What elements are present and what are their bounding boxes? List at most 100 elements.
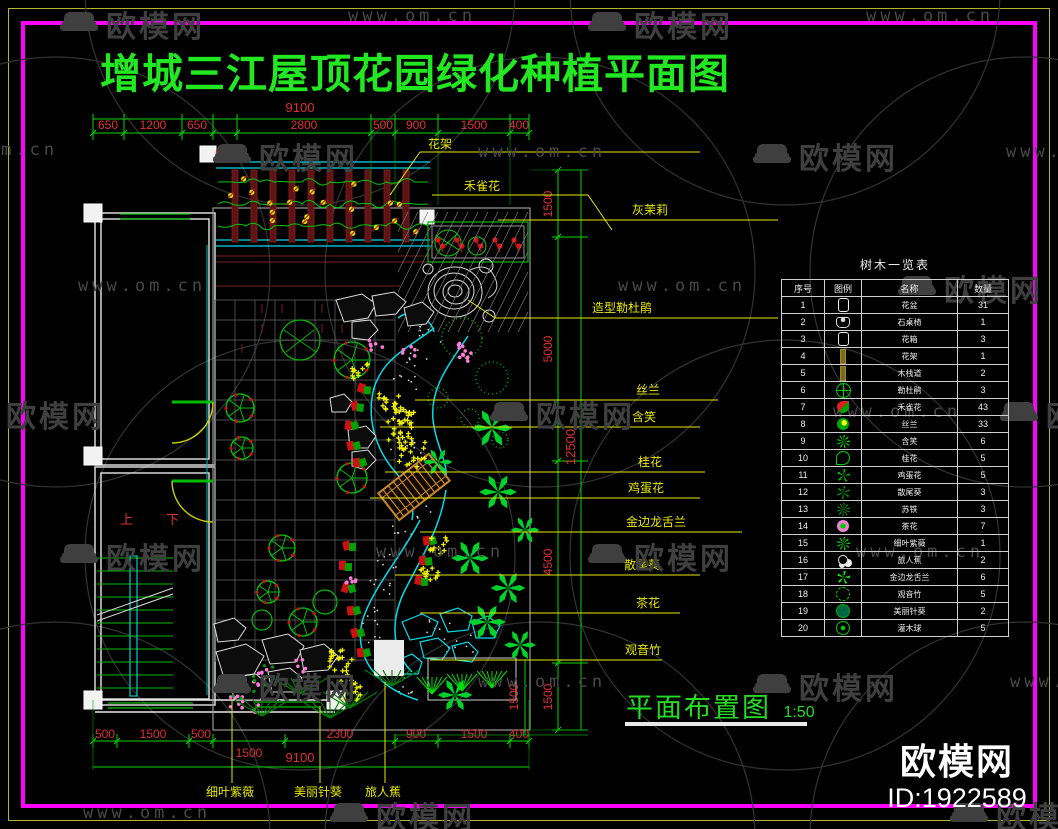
plant-name: 美丽针葵 [861, 602, 958, 620]
deck-hatch [398, 212, 528, 332]
plant-label: 含笑 [632, 409, 656, 424]
column-header: 名称 [861, 279, 958, 297]
plant-label: 细叶紫薇 [206, 785, 254, 799]
plant-name: 花盆 [861, 296, 958, 314]
plant-label: 茶花 [636, 595, 660, 610]
site-id: ID:1922589 [887, 783, 1027, 813]
plant-label: 散尾葵 [624, 557, 660, 572]
row-number: 19 [781, 602, 825, 620]
white-planter [374, 640, 404, 676]
plant-qty: 2 [957, 551, 1009, 569]
plant-name: 含笑 [861, 432, 958, 450]
plant-name: 灌木球 [861, 619, 958, 637]
plant-name: 桂花 [861, 449, 958, 467]
plant-qty: 6 [957, 432, 1009, 450]
row-symbol [824, 551, 862, 569]
plan-subtitle: 平面布置图 1:50 [626, 686, 815, 725]
ringdot-symbol-icon [836, 621, 850, 635]
trunk-symbol-icon [840, 365, 846, 381]
svg-text:500: 500 [373, 118, 393, 132]
row-symbol [824, 364, 862, 382]
row-number: 2 [781, 313, 825, 331]
column-header: 序号 [781, 279, 825, 297]
plant-qty: 7 [957, 517, 1009, 535]
svg-text:1500: 1500 [461, 727, 488, 741]
plant-qty: 6 [957, 568, 1009, 586]
plant-name: 勒杜鹃 [861, 381, 958, 399]
svg-text:500: 500 [191, 727, 211, 741]
plant-name: 观音竹 [861, 585, 958, 603]
row-symbol [824, 466, 862, 484]
plant-label: 桂花 [638, 454, 662, 469]
svg-text:5000: 5000 [541, 335, 555, 362]
subtitle-scale: 1:50 [783, 704, 815, 721]
row-number: 1 [781, 296, 825, 314]
plant-qty: 1 [957, 534, 1009, 552]
svg-text:1200: 1200 [140, 118, 167, 132]
row-symbol [824, 347, 862, 365]
svg-text:2300: 2300 [327, 727, 354, 741]
plant-label-layer: 花架禾雀花灰茉莉造型勒杜鹃丝兰含笑桂花鸡蛋花金边龙舌兰散尾葵茶花观音竹细叶紫薇美… [206, 136, 778, 799]
palm-symbol-icon [836, 485, 850, 499]
plant-name: 禾雀花 [861, 398, 958, 416]
row-number: 10 [781, 449, 825, 467]
row-symbol [824, 619, 862, 637]
red-green-shrubs [338, 382, 438, 658]
plant-label: 禾雀花 [464, 178, 500, 193]
row-number: 18 [781, 585, 825, 603]
wheel-symbol-icon [835, 382, 851, 398]
row-symbol [824, 330, 862, 348]
burst-symbol-icon [836, 434, 850, 448]
pergola [216, 161, 430, 287]
plant-qty: 5 [957, 585, 1009, 603]
plant-label: 观音竹 [625, 642, 661, 657]
row-number: 16 [781, 551, 825, 569]
plant-qty: 3 [957, 381, 1009, 399]
plant-label: 灰茉莉 [632, 203, 668, 217]
svg-text:2800: 2800 [291, 118, 318, 132]
building-columns [83, 145, 435, 710]
star5-symbol-icon [836, 570, 850, 584]
row-number: 8 [781, 415, 825, 433]
svg-text:12500: 12500 [563, 429, 578, 465]
dense-symbol-icon [836, 604, 850, 618]
svg-text:900: 900 [406, 727, 426, 741]
wheel-trees [224, 341, 371, 638]
rock-feature [422, 258, 498, 323]
site-brand: 欧模网 [899, 741, 1014, 782]
heart-symbol-icon [836, 451, 850, 465]
column-header: 图例 [824, 279, 862, 297]
subtitle-label: 平面布置图 [626, 693, 771, 723]
svg-text:1500: 1500 [140, 727, 167, 741]
svg-text:500: 500 [95, 727, 115, 741]
row-symbol [824, 398, 862, 416]
row-number: 17 [781, 568, 825, 586]
yellow-plants [327, 361, 450, 703]
doors [171, 400, 214, 523]
plant-name: 金边龙舌兰 [861, 568, 958, 586]
subtitle-underline [625, 722, 807, 726]
tree-table-title: 树木一览表 [859, 258, 930, 272]
row-symbol [824, 313, 862, 331]
row-number: 12 [781, 483, 825, 501]
site-badge: 欧模网 ID:1922589 [868, 733, 1046, 814]
plant-qty: 5 [957, 449, 1009, 467]
row-symbol [824, 449, 862, 467]
svg-text:650: 650 [98, 118, 118, 132]
row-symbol [824, 534, 862, 552]
cycad-symbol-icon [836, 502, 850, 516]
outline-trees [251, 319, 338, 631]
svg-text:4500: 4500 [541, 548, 555, 575]
plant-name: 丝兰 [861, 415, 958, 433]
row-number: 14 [781, 517, 825, 535]
